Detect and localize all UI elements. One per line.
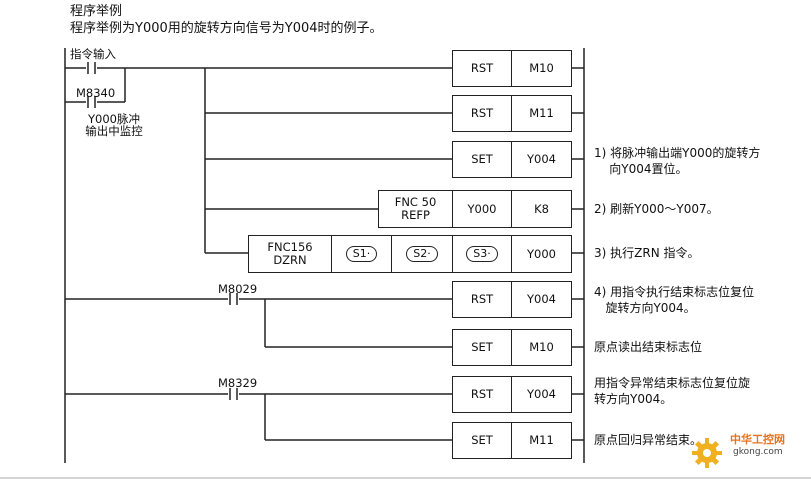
instr-dzrn-fnc: FNC156 xyxy=(267,240,313,254)
monitor-label-1: Y000脉冲 xyxy=(88,112,140,126)
operand-box: Y004 xyxy=(511,376,572,413)
operand-box: Y000 xyxy=(511,235,572,273)
instr-refp-fnc: FNC 50 xyxy=(394,195,437,209)
monitor-label-2: 输出中监控 xyxy=(85,124,143,138)
operand-s3: S3· xyxy=(466,246,498,262)
instr-rst-box: RST xyxy=(452,281,512,318)
instr-rst-box: RST xyxy=(452,50,512,87)
contact-m8029-label: M8029 xyxy=(218,282,258,296)
note-7: 原点回归异常结束。 xyxy=(594,433,703,447)
instr-dzrn-name: DZRN xyxy=(273,253,307,267)
operand-s2: S2· xyxy=(406,246,438,262)
gear-logo-icon xyxy=(692,438,722,468)
note-6: 用指令异常结束标志位复位旋 转方向Y004。 xyxy=(594,376,751,406)
instr-dzrn-box: FNC156 DZRN xyxy=(248,235,332,273)
contact-m8340-label: M8340 xyxy=(76,86,116,100)
operand-box: K8 xyxy=(511,190,572,228)
operand-s1: S1· xyxy=(345,246,378,262)
note-1: 1) 将脉冲输出端Y000的旋转方 向Y004置位。 xyxy=(594,146,761,176)
operand-s3-box: S3· xyxy=(452,235,512,273)
instr-refp-box: FNC 50 REFP xyxy=(378,190,453,228)
operand-box: M11 xyxy=(511,95,572,132)
page-title: 程序举例 xyxy=(70,4,123,19)
instr-set-box: SET xyxy=(452,422,512,459)
instr-rst-box: RST xyxy=(452,376,512,413)
operand-box: M10 xyxy=(511,50,572,87)
operand-box: Y000 xyxy=(452,190,512,228)
instr-refp-name: REFP xyxy=(401,208,430,222)
operand-box: M10 xyxy=(511,329,572,366)
watermark-url: gkong.com xyxy=(733,447,783,457)
note-5: 原点读出结束标志位 xyxy=(594,340,703,354)
operand-s1-box: S1· xyxy=(331,235,392,273)
contact-input-label: 指令输入 xyxy=(70,47,116,61)
operand-box: Y004 xyxy=(511,281,572,318)
operand-s2-box: S2· xyxy=(391,235,453,273)
operand-box: M11 xyxy=(511,422,572,459)
page-subtitle: 程序举例为Y000用的旋转方向信号为Y004时的例子。 xyxy=(70,21,383,36)
note-2: 2) 刷新Y000～Y007。 xyxy=(594,202,719,216)
note-4: 4) 用指令执行结束标志位复位 旋转方向Y004。 xyxy=(594,285,755,315)
instr-set-box: SET xyxy=(452,141,512,178)
instr-set-box: SET xyxy=(452,329,512,366)
note-3: 3) 执行ZRN 指令。 xyxy=(594,246,700,260)
instr-rst-box: RST xyxy=(452,95,512,132)
operand-box: Y004 xyxy=(511,141,572,178)
contact-m8329-label: M8329 xyxy=(218,376,258,390)
watermark-brand: 中华工控网 xyxy=(730,433,785,446)
